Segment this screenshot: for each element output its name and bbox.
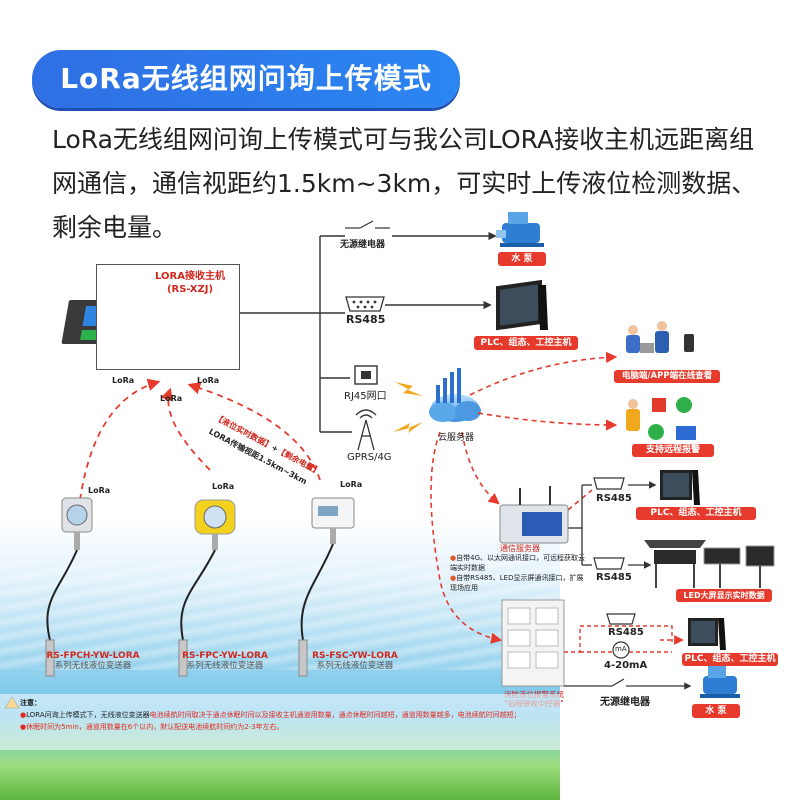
rs485-label: RS485: [346, 313, 386, 326]
panel-rs485-icon: [606, 613, 636, 625]
lora-host-title: LORA接收主机 (RS-XZJ): [146, 270, 234, 296]
lora-wireless-links: [79, 378, 321, 501]
rj45-port-icon: [354, 365, 378, 385]
relay-icon: [345, 220, 390, 229]
title-banner: LoRa无线组网问询上传模式: [32, 50, 460, 108]
page-title: LoRa无线组网问询上传模式: [60, 62, 432, 95]
sensor-desc: 系列无线液位变送器: [54, 661, 132, 671]
cloud-icon: [429, 368, 481, 422]
cloud-dashed-links: [430, 351, 618, 644]
host-title-line2: (RS-XZJ): [166, 284, 214, 295]
sensor-label-fpc: RS-FPC-YW-LORA 系列无线液位变送器: [170, 651, 280, 671]
water-background: [0, 520, 560, 800]
lora-logo: LoRa: [88, 486, 111, 495]
host-title-line1: LORA接收主机: [155, 271, 225, 282]
gateway-feature-1: ●自带4G、以太网通讯接口，可远程获取云端实时数据: [450, 554, 585, 572]
sensor-model: RS-FPCH-YW-LORA: [46, 651, 140, 661]
pc-app-label: 电脑端/APP端在线查看: [614, 370, 720, 383]
sensor-desc: 系列无线液位变送器: [316, 661, 394, 671]
plc-monitor-bottom: [688, 618, 726, 650]
panel-relay-label: 无源继电器: [600, 697, 650, 708]
gateway-device: [499, 486, 569, 544]
gateway-features: ●自带4G、以太网通讯接口，可远程获取云端实时数据 ●自带RS485、LED显示…: [450, 553, 590, 593]
note-text: 注意： ●LORA问询上传模式下，无线液位变送器电池续航时间取决于通点休眠时间以…: [20, 699, 521, 731]
plc-monitor-right: [660, 470, 700, 505]
sensor-label-fpch: RS-FPCH-YW-LORA 系列无线液位变送器: [38, 651, 148, 671]
panel-rs485-label: RS485: [608, 627, 644, 638]
led-label: LED大屏显示实时数据: [676, 589, 772, 602]
pump-image-bottom: [700, 666, 740, 698]
intro-line: 剩余电量。: [52, 213, 178, 242]
wave-texture: [0, 560, 560, 670]
sensor-fpc: [178, 499, 236, 677]
milliamp-meter-icon: [612, 641, 630, 659]
relay-label: 无源继电器: [340, 240, 386, 250]
gateway-rs485-a: RS485: [596, 493, 632, 504]
intro-line: 网通信，通信视距约1.5km~3km，可实时上传液位检测数据、: [52, 169, 757, 198]
remote-alarm-label: 支持远程报警: [632, 444, 714, 457]
pump-image-top: [496, 212, 544, 247]
note-line2: 休眠时间为5min，通道用数量在6个以内，默认配送电池续航时间约为2-3年左右。: [26, 723, 284, 731]
panel-relay-icon: [600, 678, 640, 687]
intro-line: LoRa无线组网问询上传模式可与我公司LORA接收主机远距离组: [52, 125, 755, 154]
gateway-plc-label: PLC、组态、工控主机: [636, 507, 756, 520]
note-background: [0, 694, 560, 750]
sensor-fpch: [45, 497, 93, 677]
sensor-model: RS-FPC-YW-LORA: [182, 651, 268, 661]
gateway-rs485-b: RS485: [596, 572, 632, 583]
gateway-rs485-icons: [593, 477, 625, 570]
led-display-board: [644, 540, 775, 588]
panel-pump-label: 水 泵: [692, 704, 740, 718]
user-terminal-icons: [626, 321, 696, 440]
lora-logo: LoRa: [340, 480, 363, 489]
plc-label-top: PLC、组态、工控主机: [474, 336, 578, 350]
note-line1-a: LORA问询上传模式下，无线液位变送器: [26, 711, 150, 719]
rs485-port-icon: [345, 296, 385, 312]
sensor-desc: 系列无线液位变送器: [186, 661, 264, 671]
cloud-label: 云服务器: [438, 433, 475, 443]
note-line1-b: 电池续航时间取决于通点休眠时间以及接收主机通道用数量，通点休眠时间越短，通道用数…: [149, 711, 521, 719]
panel-plc-label: PLC、组态、工控主机: [682, 653, 778, 666]
lora-logo: LoRa: [112, 376, 135, 385]
intro-paragraph: LoRa无线组网问询上传模式可与我公司LORA接收主机远距离组 网通信，通信视距…: [52, 118, 772, 250]
note-heading: 注意：: [20, 699, 41, 707]
sensor-model: RS-FSC-YW-LORA: [312, 651, 398, 661]
sensor-fsc: [298, 497, 355, 677]
lightning-icon: [393, 382, 423, 433]
lora-logo: LoRa: [197, 376, 220, 385]
lora-logo: LoRa: [160, 394, 183, 403]
gateway-lines: [568, 481, 657, 569]
gateway-feature-2: ●自带RS485、LED显示屏通讯接口，扩展现场应用: [450, 574, 584, 592]
control-panel-cabinet: [501, 599, 565, 687]
antenna-tower-icon: [355, 409, 377, 451]
panel-current-label: 4-20mA: [604, 660, 648, 671]
milliamp-label: mA: [615, 645, 627, 653]
host-output-lines: [238, 231, 497, 433]
plc-monitor-top: [496, 279, 548, 331]
sensor-label-fsc: RS-FSC-YW-LORA 系列无线液位变送器: [300, 651, 410, 671]
lora-host-box: [96, 264, 240, 370]
pump-label-top: 水 泵: [498, 252, 546, 266]
rj45-label: RJ45网口: [344, 391, 387, 402]
gateway-title: 通信服务器: [500, 544, 540, 553]
lora-logo: LoRa: [212, 482, 235, 491]
gprs-label: GPRS/4G: [347, 452, 392, 463]
